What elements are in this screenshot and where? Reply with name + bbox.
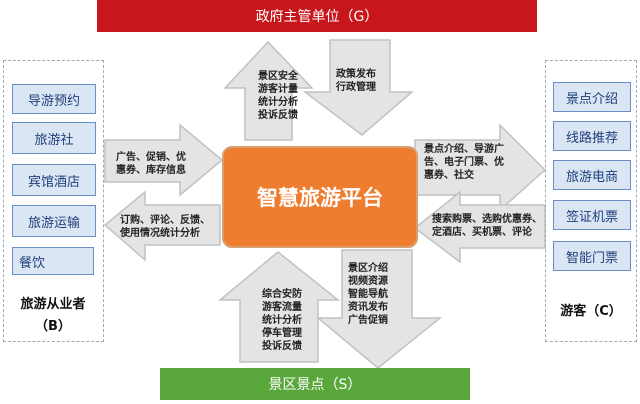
business-item: 宾馆酒店: [12, 164, 96, 196]
flow-text-c-right: 景点介绍、导游广告、电子门票、优惠券、社交: [424, 144, 504, 181]
arrow-up-from-scenic: [217, 251, 341, 363]
flow-text-b-left: 订购、评论、反馈、使用情况统计分析: [120, 215, 210, 239]
tourist-label: 游客（C）: [560, 304, 622, 319]
arrow-down-from-government: [302, 39, 415, 136]
arrow-right-to-tourist: [414, 123, 547, 212]
platform-box: 智慧旅游平台: [222, 146, 418, 248]
arrow-up-to-government: [223, 40, 314, 141]
flow-text-s-down: 景区介绍视频资源智能导航资讯发布广告促销: [348, 263, 388, 326]
business-item: 餐饮: [12, 247, 94, 275]
arrow-left-to-business: [103, 190, 221, 262]
flow-text-s-up: 综合安防游客流量统计分析停车管理投诉反馈: [262, 289, 302, 352]
business-code: （B）: [35, 319, 71, 334]
business-item: 导游预约: [12, 84, 96, 114]
flow-text-g-down: 政策发布行政管理: [336, 69, 376, 93]
government-banner: 政府主管单位（G）: [97, 0, 537, 32]
tourist-panel: [545, 60, 637, 342]
business-panel: [3, 60, 104, 342]
tourist-item: 线路推荐: [553, 121, 631, 151]
tourist-item: 签证机票: [553, 200, 631, 230]
arrow-left-from-tourist: [413, 190, 546, 264]
flow-text-c-left: 搜索购票、选购优惠券、定酒店、买机票、评论: [432, 214, 542, 238]
tourist-item: 智能门票: [553, 241, 631, 271]
scenic-banner: 景区景点（S）: [160, 368, 470, 400]
business-label: 旅游从业者: [20, 297, 86, 312]
tourist-item: 旅游电商: [553, 160, 631, 190]
flow-text-g-up: 景区安全游客计量统计分析投诉反馈: [258, 71, 298, 121]
tourist-item: 景点介绍: [553, 82, 631, 112]
business-item: 旅游社: [12, 122, 96, 154]
arrow-down-to-scenic: [315, 249, 443, 369]
arrow-right-from-business: [104, 123, 224, 197]
business-item: 旅游运输: [12, 205, 96, 237]
flow-text-b-right: 广告、促销、优惠券、库存信息: [116, 152, 186, 176]
